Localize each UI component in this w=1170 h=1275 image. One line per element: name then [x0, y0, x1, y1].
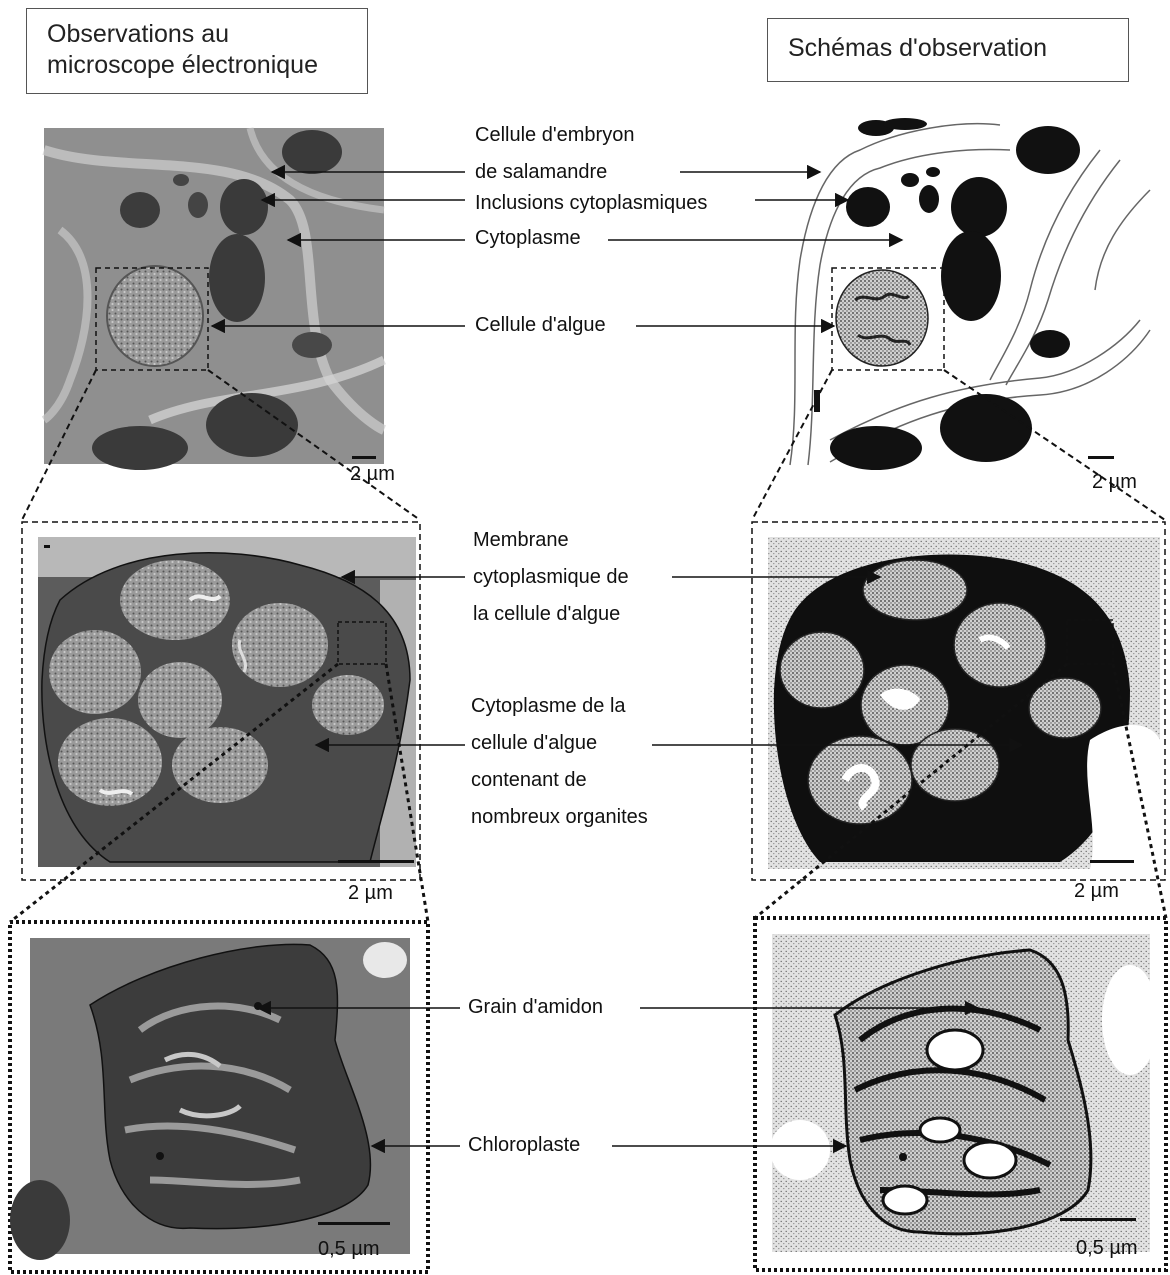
scale-top-right: 2 µm [1092, 471, 1137, 494]
label-algae-cytoplasm-line2: cellule d'algue [471, 725, 648, 762]
scale-top-left: 2 µm [350, 463, 395, 486]
schema-top-right [790, 118, 1150, 470]
label-algae-cell: Cellule d'algue [475, 307, 606, 344]
schema-bottom-right [755, 918, 1166, 1270]
label-algae-cytoplasm-line1: Cytoplasme de la [471, 688, 648, 725]
label-membrane-line1: Membrane [473, 522, 629, 559]
scale-bottom-left: 0,5 µm [318, 1238, 380, 1261]
label-cytoplasm: Cytoplasme [475, 220, 581, 257]
scale-bottom-right: 0,5 µm [1076, 1237, 1138, 1260]
label-embryo-cell-line1: Cellule d'embryon [475, 117, 634, 154]
scale-middle-right: 2 µm [1074, 880, 1119, 903]
micrograph-top-left [44, 128, 384, 470]
scale-middle-left: 2 µm [348, 882, 393, 905]
label-algae-cytoplasm-line3: contenant de [471, 762, 648, 799]
label-algae-cytoplasm-line4: nombreux organites [471, 799, 648, 836]
label-starch-grain: Grain d'amidon [468, 989, 603, 1026]
micrograph-bottom-left [10, 922, 428, 1272]
label-inclusions: Inclusions cytoplasmiques [475, 185, 707, 221]
label-chloroplast: Chloroplaste [468, 1127, 580, 1164]
label-membrane-line3: la cellule d'algue [473, 596, 629, 633]
label-membrane-line2: cytoplasmique de [473, 559, 629, 596]
micrograph-middle-left [22, 522, 420, 880]
schema-middle-right [752, 522, 1165, 880]
label-membrane: Membrane cytoplasmique de la cellule d'a… [473, 522, 629, 633]
label-embryo-cell: Cellule d'embryon de salamandre [475, 117, 634, 191]
label-algae-cytoplasm: Cytoplasme de la cellule d'algue contena… [471, 688, 648, 836]
